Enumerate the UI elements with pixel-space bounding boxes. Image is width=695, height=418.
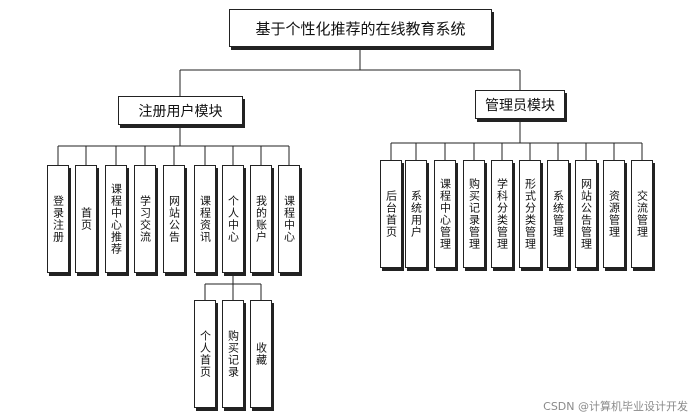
root-node: 基于个性化推荐的在线教育系统: [229, 9, 492, 47]
admin-node-purchase-records-mgmt: 购买记录管理: [463, 160, 485, 268]
user-module-label: 注册用户模块: [138, 103, 223, 120]
admin-node-exchange-mgmt: 交流管理: [631, 160, 653, 268]
root-label: 基于个性化推荐的在线教育系统: [255, 19, 466, 38]
admin-node-backend-home: 后台首页: [380, 160, 402, 268]
user-node-course-news: 课程资讯: [194, 165, 216, 273]
admin-node-course-center-mgmt: 课程中心管理: [434, 160, 456, 268]
admin-node-site-notice-mgmt: 网站公告管理: [575, 160, 597, 268]
user-node-home: 首页: [75, 165, 97, 273]
user-module-node: 注册用户模块: [118, 96, 243, 125]
user-node-personal-center: 个人中心: [222, 165, 244, 273]
admin-node-subject-category-mgmt: 学科分类管理: [491, 160, 513, 268]
user-node-site-notice: 网站公告: [163, 165, 185, 273]
personal-node-purchase-records: 购买记录: [222, 300, 244, 408]
admin-node-format-category-mgmt: 形式分类管理: [519, 160, 541, 268]
admin-node-system-mgmt: 系统管理: [547, 160, 569, 268]
user-node-course-recommend: 课程中心推荐: [105, 165, 127, 273]
user-node-study-exchange: 学习交流: [134, 165, 156, 273]
admin-node-resource-mgmt: 资源管理: [603, 160, 625, 268]
admin-node-system-users: 系统用户: [405, 160, 427, 268]
user-node-course-center: 课程中心: [278, 165, 300, 273]
personal-node-favorites: 收藏: [250, 300, 272, 408]
csdn-watermark: CSDN @计算机毕业设计开发: [543, 400, 688, 413]
admin-module-node: 管理员模块: [475, 90, 565, 119]
user-node-my-account: 我的账户: [250, 165, 272, 273]
personal-node-home: 个人首页: [194, 300, 216, 408]
admin-module-label: 管理员模块: [485, 97, 555, 114]
user-node-login-register: 登录注册: [47, 165, 69, 273]
